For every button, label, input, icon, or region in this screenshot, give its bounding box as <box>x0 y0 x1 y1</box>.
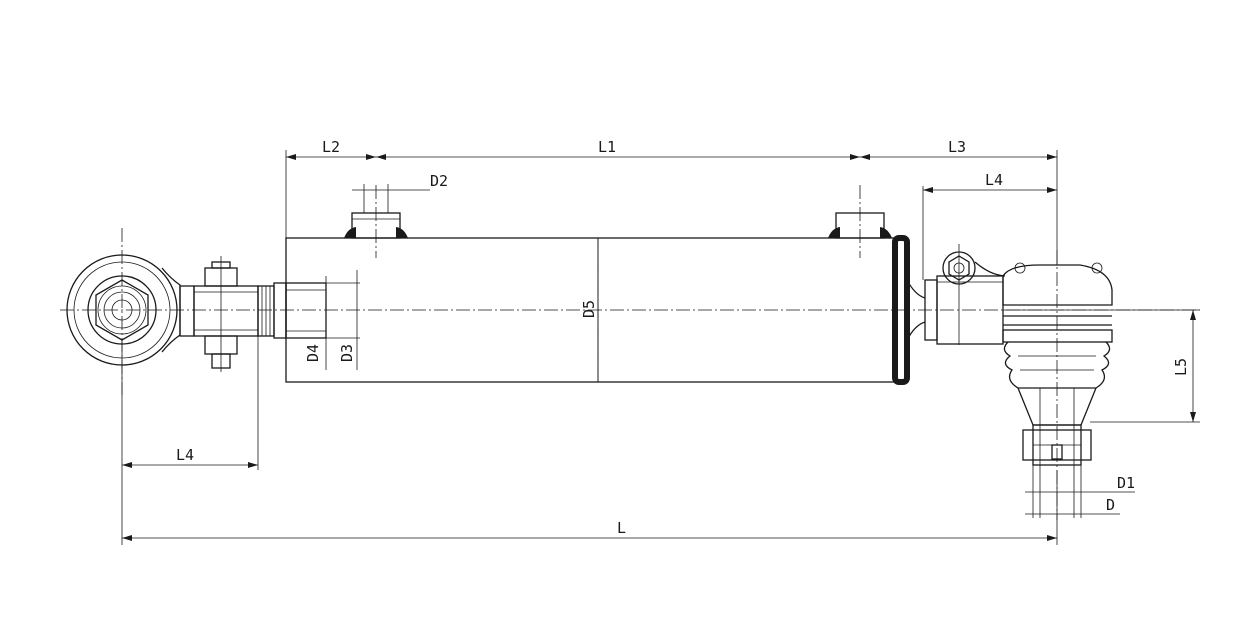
label-d2: D2 <box>430 172 448 190</box>
label-l4-bottom: L4 <box>176 446 194 464</box>
piston-rod <box>273 282 327 339</box>
dimension-labels: L2 L1 L3 L4 D2 D4 D3 D5 L4 L L5 D1 D <box>176 138 1190 537</box>
dimension-lines <box>121 150 1200 545</box>
label-d: D <box>1106 496 1115 514</box>
label-l2: L2 <box>322 138 340 156</box>
label-d3: D3 <box>338 344 356 362</box>
label-d1: D1 <box>1117 474 1135 492</box>
label-l4-top: L4 <box>985 171 1003 189</box>
label-l3: L3 <box>948 138 966 156</box>
centerlines <box>60 228 1200 520</box>
left-rod-eye <box>66 254 275 372</box>
cylinder-barrel <box>285 185 926 385</box>
label-l1: L1 <box>598 138 616 156</box>
label-d5: D5 <box>580 300 598 318</box>
label-d4: D4 <box>304 344 322 362</box>
label-l: L <box>617 519 626 537</box>
right-ball-joint <box>924 244 1113 466</box>
label-l5: L5 <box>1172 358 1190 376</box>
